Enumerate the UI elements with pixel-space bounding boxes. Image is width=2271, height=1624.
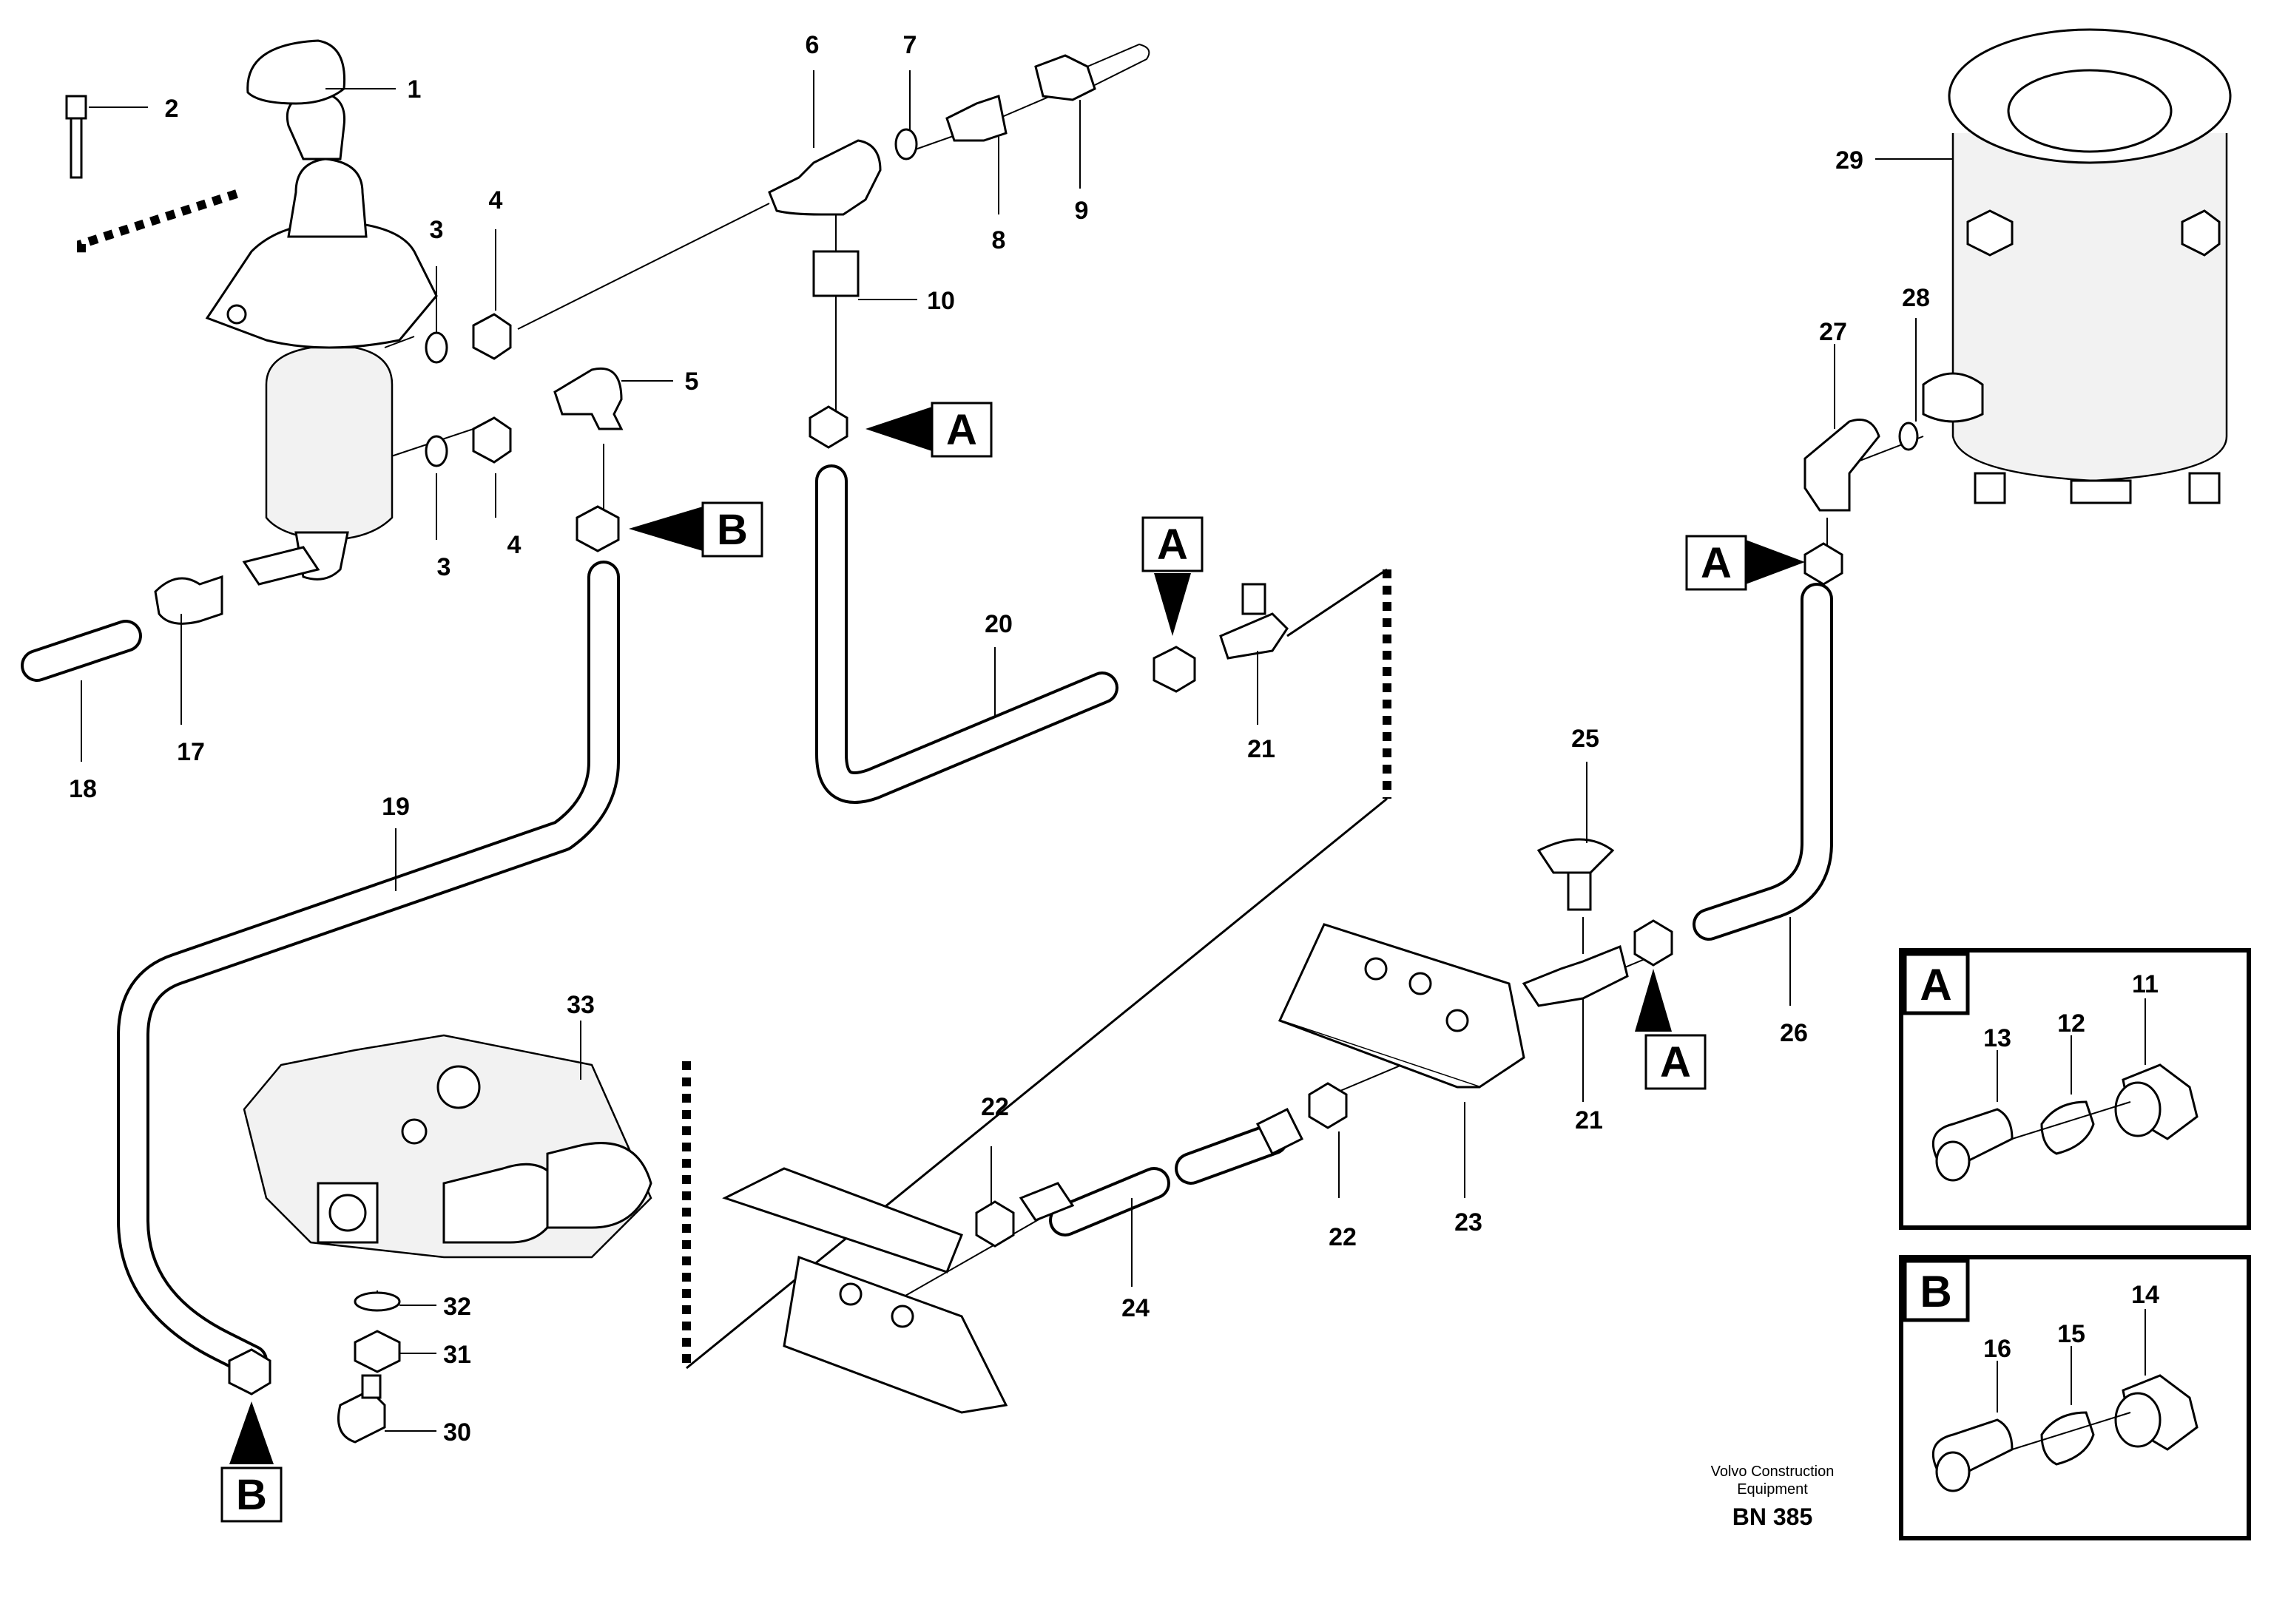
inset-part-number: 11 bbox=[2132, 970, 2159, 998]
tee-21-right bbox=[1522, 838, 1673, 1007]
part-number: 32 bbox=[443, 1293, 471, 1321]
part-number: 1 bbox=[408, 75, 422, 104]
part-number: 26 bbox=[1780, 1019, 1808, 1047]
inset-part-number: 15 bbox=[2057, 1320, 2085, 1348]
callout-letter: A bbox=[1660, 1038, 1691, 1086]
part-number: 5 bbox=[685, 368, 699, 396]
valve-with-knob bbox=[205, 39, 438, 586]
inset-b: B 14 15 16 bbox=[1899, 1255, 2251, 1540]
part-number: 19 bbox=[382, 793, 410, 821]
callout-a-nut-20: A bbox=[865, 402, 993, 458]
nut-b-lower bbox=[228, 1348, 271, 1395]
callout-a-tee-21: A bbox=[1141, 516, 1204, 636]
callout-letter: B bbox=[717, 506, 748, 554]
part-number: 2 bbox=[165, 95, 179, 123]
part-number: 31 bbox=[443, 1341, 471, 1369]
part-number: 7 bbox=[903, 31, 917, 59]
callout-b-lower: B bbox=[220, 1401, 283, 1523]
bracket-lower bbox=[722, 1167, 1008, 1414]
inset-part-number: 13 bbox=[1983, 1024, 2011, 1052]
part-number: 28 bbox=[1902, 284, 1930, 312]
washers-nuts bbox=[425, 313, 512, 467]
part-number: 21 bbox=[1247, 735, 1275, 763]
hose-26 bbox=[1693, 583, 1833, 941]
part-number: 10 bbox=[927, 287, 955, 315]
leader-lines bbox=[81, 70, 1953, 1432]
elbow-5 bbox=[553, 368, 624, 430]
tee-fittings bbox=[768, 43, 1150, 449]
callout-letter: A bbox=[946, 406, 977, 454]
part-number: 18 bbox=[69, 775, 97, 803]
drawing-code: BN 385 bbox=[1732, 1503, 1813, 1530]
bolt-2 bbox=[65, 95, 87, 179]
inset-letter: A bbox=[1920, 960, 1951, 1009]
part-number: 4 bbox=[489, 186, 503, 214]
part-number: 24 bbox=[1121, 1294, 1150, 1322]
part-number: 9 bbox=[1075, 197, 1089, 225]
inset-part-number: 16 bbox=[1983, 1335, 2011, 1363]
credit-line-1: Volvo Construction bbox=[1711, 1464, 1835, 1480]
part-number: 29 bbox=[1835, 146, 1863, 175]
fittings-30-32 bbox=[337, 1291, 401, 1444]
part-numbers: 1 2 3 3 4 4 5 6 7 8 9 10 17 18 19 20 21 … bbox=[69, 31, 1930, 1447]
inset-part-number: 14 bbox=[2131, 1281, 2159, 1309]
part-number: 22 bbox=[1329, 1223, 1357, 1251]
part-number: 4 bbox=[507, 531, 522, 559]
part-number: 30 bbox=[443, 1418, 471, 1447]
elbow-27 bbox=[1803, 419, 1919, 586]
tank-29 bbox=[1922, 28, 2232, 504]
inset-part-number: 12 bbox=[2057, 1009, 2085, 1038]
hose-20 bbox=[815, 464, 1118, 804]
bracket-23 bbox=[1278, 923, 1525, 1089]
callout-letter: A bbox=[1701, 539, 1732, 587]
inset-letter: B bbox=[1920, 1267, 1951, 1316]
part-number: 3 bbox=[430, 216, 444, 244]
part-number: 23 bbox=[1454, 1208, 1482, 1236]
callout-a-tee-21-right: A bbox=[1635, 969, 1707, 1090]
part-number: 3 bbox=[437, 553, 451, 581]
hose-19 bbox=[117, 561, 620, 1377]
callout-b-upper: B bbox=[629, 501, 763, 558]
part-number: 21 bbox=[1575, 1106, 1603, 1134]
hose-18 bbox=[21, 620, 142, 682]
part-number: 17 bbox=[177, 738, 205, 766]
credit-block: Volvo Construction Equipment BN 385 bbox=[1711, 1464, 1835, 1530]
callout-letter: A bbox=[1157, 521, 1188, 569]
part-number: 33 bbox=[567, 991, 595, 1019]
part-number: 22 bbox=[981, 1093, 1009, 1121]
callout-a-hose-26: A bbox=[1685, 535, 1805, 591]
part-number: 27 bbox=[1819, 318, 1847, 346]
nuts-22 bbox=[975, 1082, 1348, 1248]
part-number: 25 bbox=[1571, 725, 1599, 753]
tee-21-left bbox=[1153, 583, 1289, 693]
valve-block-33 bbox=[243, 1034, 652, 1259]
part-number: 8 bbox=[992, 226, 1006, 254]
part-number: 6 bbox=[806, 31, 820, 59]
nut-b-upper bbox=[576, 505, 620, 552]
hose-24 bbox=[1049, 1123, 1289, 1236]
callout-letter: B bbox=[236, 1471, 267, 1519]
inset-a: A 11 12 13 bbox=[1899, 948, 2251, 1230]
part-number: 20 bbox=[985, 610, 1013, 638]
clamp-17 bbox=[154, 575, 223, 625]
credit-line-2: Equipment bbox=[1737, 1481, 1808, 1498]
